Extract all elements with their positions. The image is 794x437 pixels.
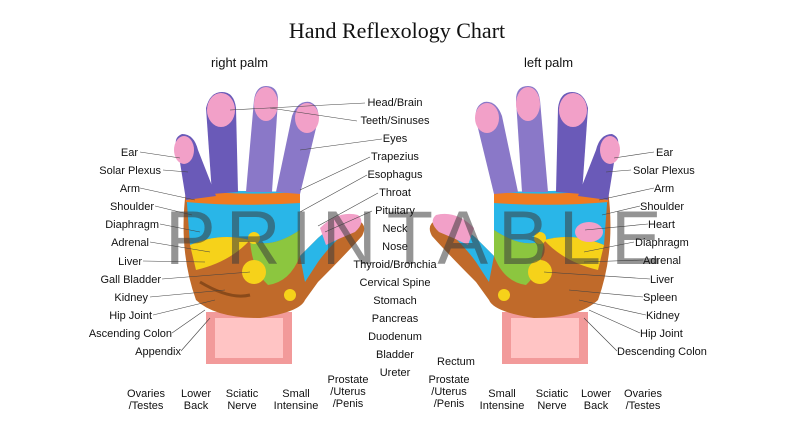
- label-adrenal-left: Adrenal: [643, 255, 681, 267]
- label-esophagus: Esophagus: [367, 169, 423, 181]
- label-sciatic-nerve-left: Sciatic Nerve: [535, 388, 569, 412]
- label-neck: Neck: [382, 223, 408, 235]
- label-head-brain: Head/Brain: [367, 97, 423, 109]
- label-stomach: Stomach: [373, 295, 417, 307]
- label-diaphragm-right: Diaphragm: [105, 219, 159, 231]
- right-palm: [174, 86, 365, 364]
- label-duodenum: Duodenum: [368, 331, 422, 343]
- label-ear-right: Ear: [120, 147, 138, 159]
- label-teeth-sinuses: Teeth/Sinuses: [360, 115, 430, 127]
- label-ovaries-testes-right: Ovaries /Testes: [127, 388, 165, 412]
- label-sciatic-nerve-right: Sciatic Nerve: [225, 388, 259, 412]
- label-rectum: Rectum: [437, 356, 475, 368]
- label-lower-back-left: Lower Back: [581, 388, 611, 412]
- page-title: Hand Reflexology Chart: [288, 18, 506, 43]
- label-prostate-right: Prostate /Uterus /Penis: [327, 374, 369, 410]
- label-heart: Heart: [648, 219, 675, 231]
- label-ovaries-testes-left: Ovaries /Testes: [624, 388, 662, 412]
- label-ureter: Ureter: [379, 367, 411, 379]
- label-trapezius: Trapezius: [371, 151, 419, 163]
- label-ear-left: Ear: [656, 147, 674, 159]
- label-hip-joint-right: Hip Joint: [109, 310, 152, 322]
- label-throat: Throat: [379, 187, 411, 199]
- label-prostate-left: Prostate /Uterus /Penis: [428, 374, 470, 410]
- label-hip-joint-left: Hip Joint: [640, 328, 683, 340]
- label-cervical-spine: Cervical Spine: [359, 277, 431, 289]
- label-liver-right: Liver: [118, 256, 142, 268]
- label-arm-right: Arm: [119, 183, 140, 195]
- label-nose: Nose: [382, 241, 408, 253]
- label-shoulder-left: Shoulder: [640, 201, 685, 213]
- label-descending-colon: Descending Colon: [617, 346, 707, 358]
- label-adrenal-right: Adrenal: [111, 237, 149, 249]
- label-liver-left: Liver: [650, 274, 674, 286]
- label-diaphragm-left: Diaphragm: [635, 237, 689, 249]
- watermark-text: PRINTABLE: [165, 196, 672, 281]
- label-ascending-colon: Ascending Colon: [88, 328, 172, 340]
- label-pancreas: Pancreas: [371, 313, 419, 325]
- label-kidney-left: Kidney: [646, 310, 680, 322]
- label-small-intensine-right: Small Intensine: [273, 388, 319, 412]
- label-solar-plexus-left: Solar Plexus: [633, 165, 695, 177]
- leader-lines: [139, 102, 655, 352]
- subtitle-left-palm: left palm: [524, 55, 574, 70]
- label-arm-left: Arm: [654, 183, 675, 195]
- label-appendix: Appendix: [135, 346, 181, 358]
- label-shoulder-right: Shoulder: [109, 201, 154, 213]
- label-pituitary: Pituitary: [375, 205, 415, 217]
- label-lower-back-right: Lower Back: [181, 388, 211, 412]
- label-small-intensine-left: Small Intensine: [479, 388, 525, 412]
- subtitle-right-palm: right palm: [211, 55, 269, 70]
- label-solar-plexus-right: Solar Plexus: [99, 165, 161, 177]
- label-kidney-right: Kidney: [114, 292, 148, 304]
- label-eyes: Eyes: [382, 133, 408, 145]
- label-thyroid-bronchia: Thyroid/Bronchia: [353, 259, 437, 271]
- label-bladder: Bladder: [376, 349, 414, 361]
- label-gall-bladder: Gall Bladder: [100, 274, 161, 286]
- label-spleen: Spleen: [643, 292, 678, 304]
- left-palm: [429, 86, 620, 364]
